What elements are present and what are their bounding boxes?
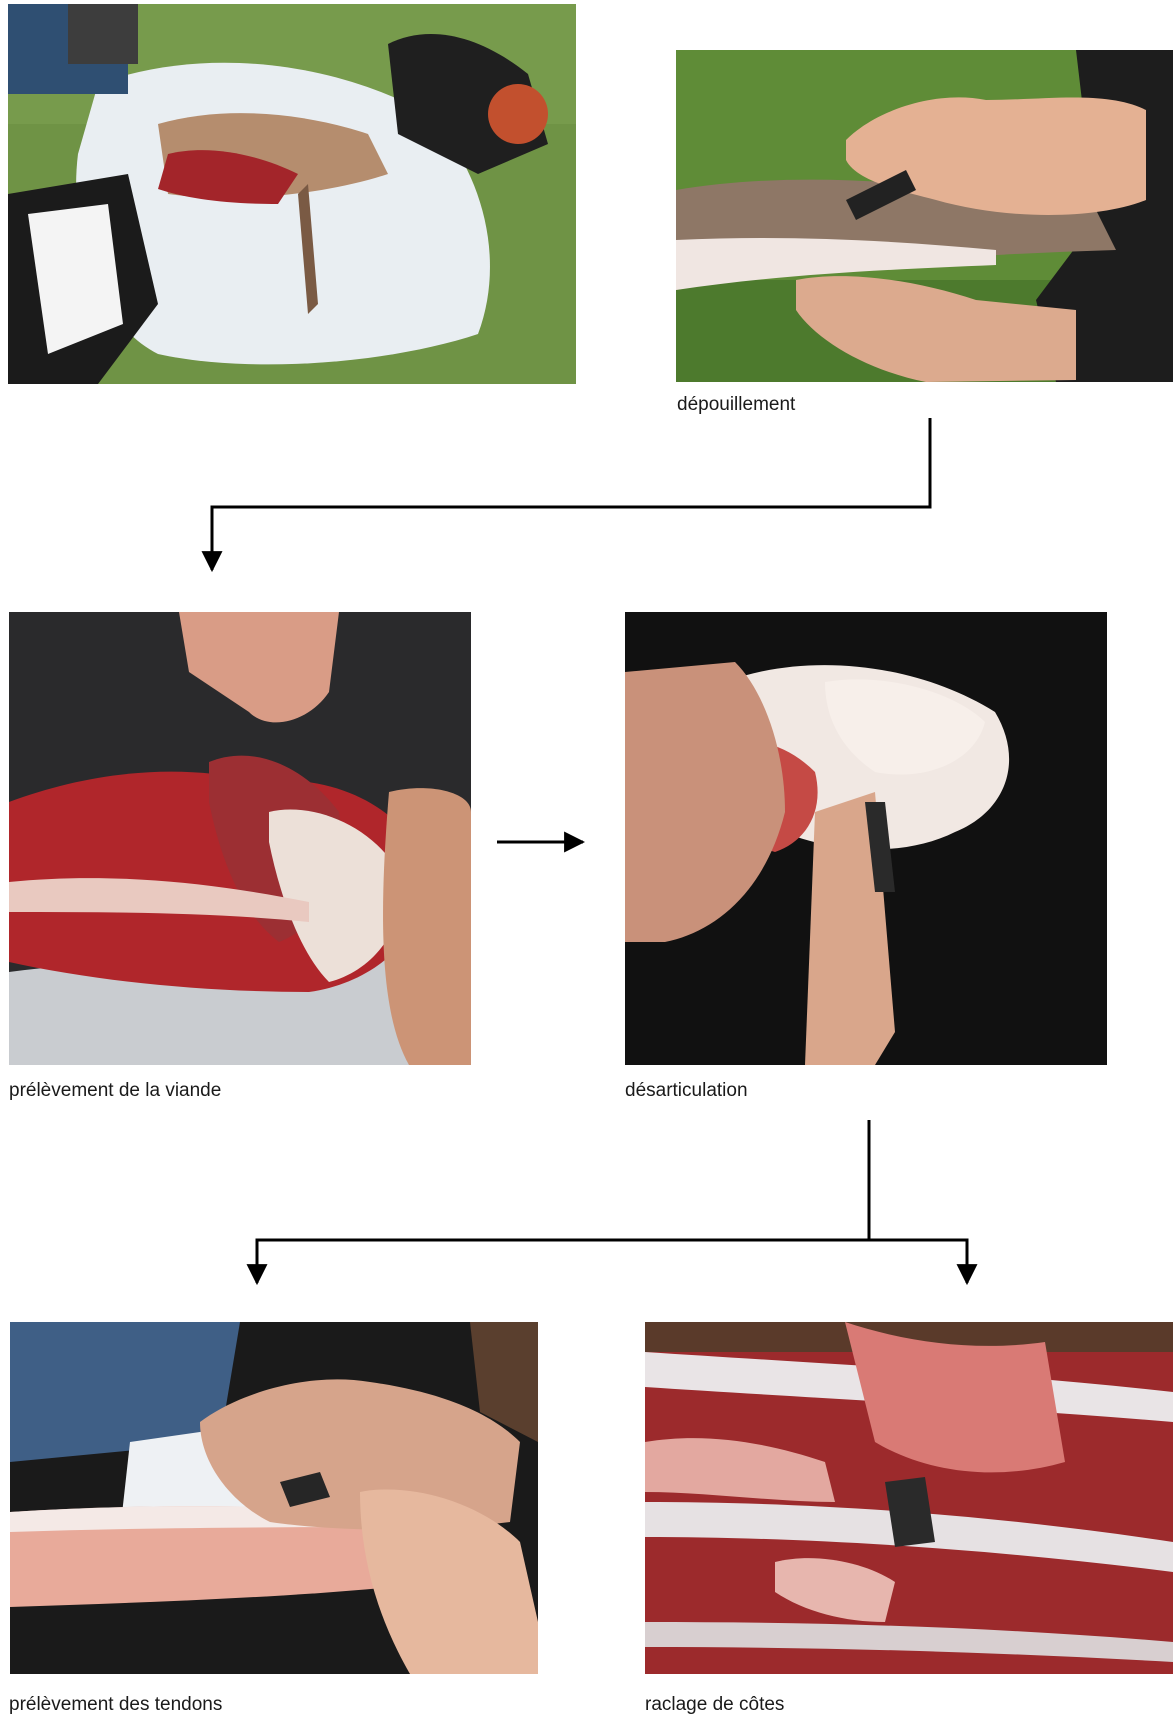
arrow-disarticulation-branch	[257, 1120, 967, 1283]
arrow-skinning-to-meat	[212, 418, 930, 570]
